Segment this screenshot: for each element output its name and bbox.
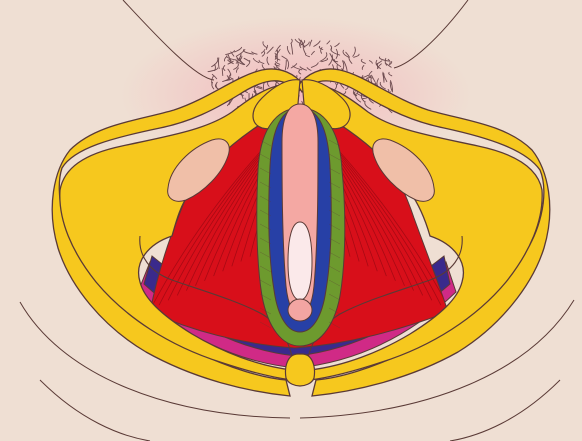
- anus: [288, 299, 312, 321]
- vaginal-opening: [288, 222, 312, 300]
- hair-strand: [222, 68, 223, 75]
- coccyx: [286, 354, 315, 386]
